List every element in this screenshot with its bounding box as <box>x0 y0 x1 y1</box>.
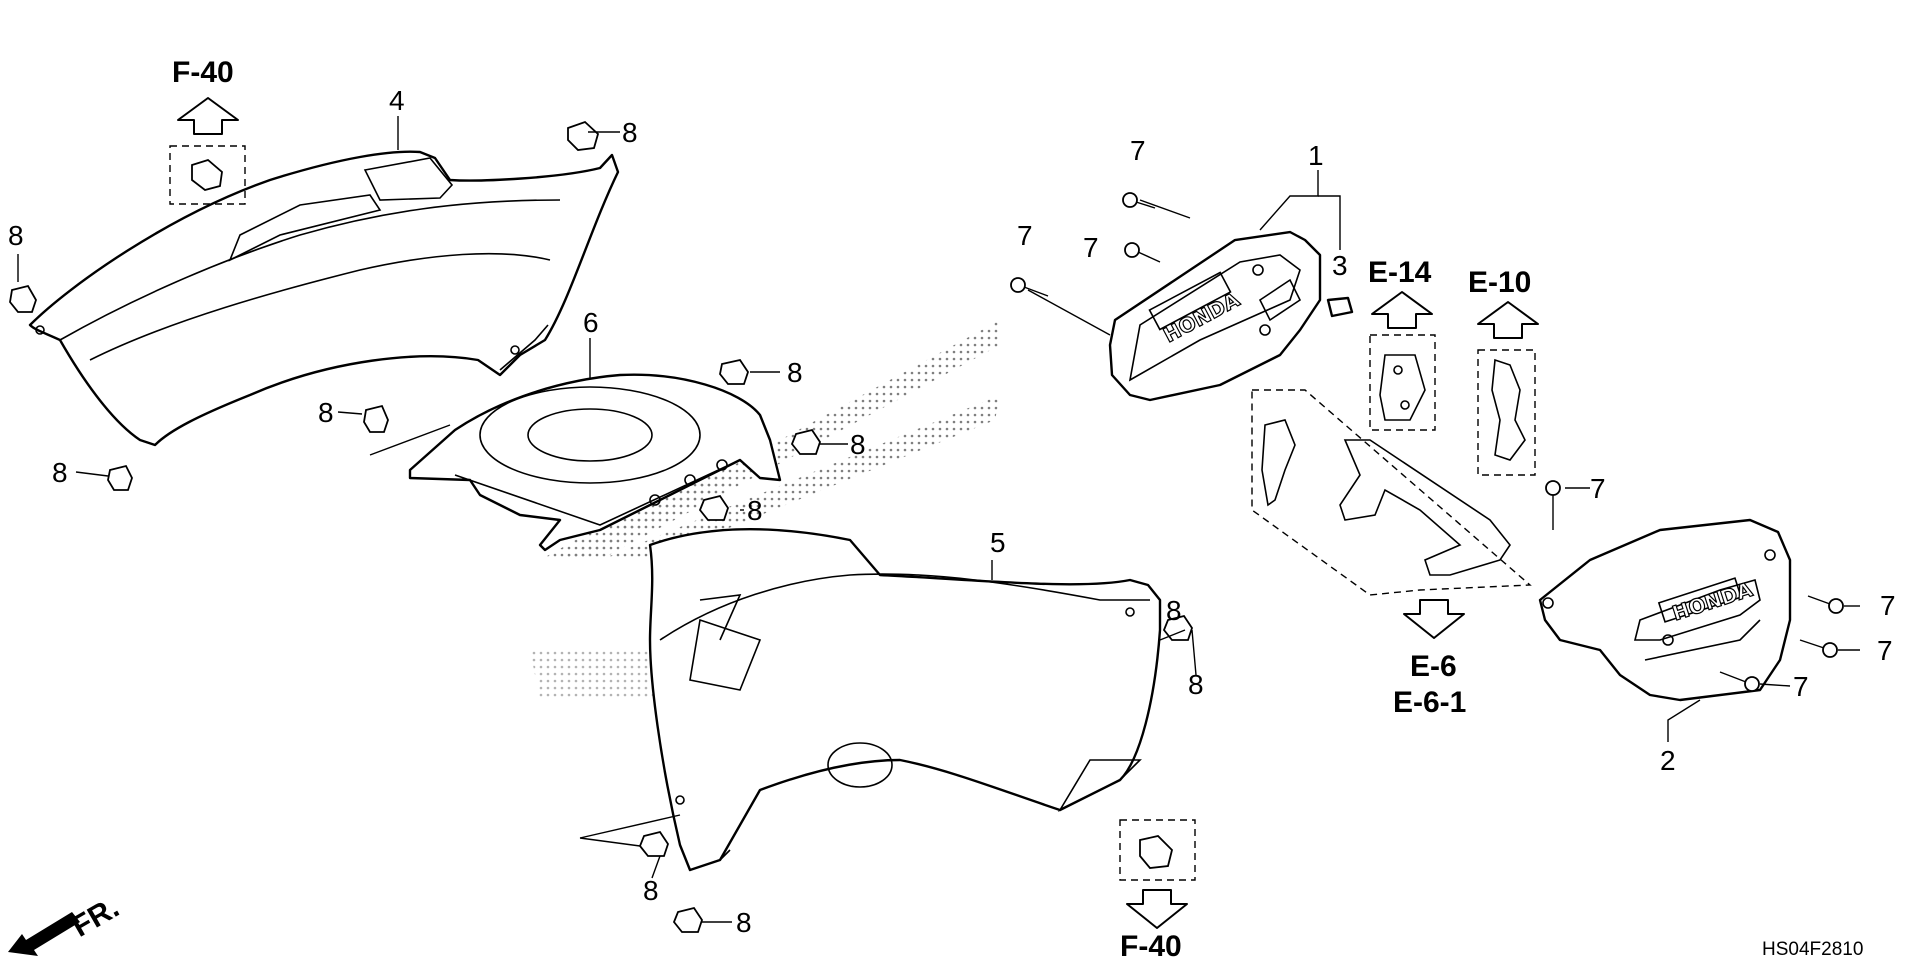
part-1-right-cover <box>1108 230 1322 402</box>
callout-clip-8b: 8 <box>8 220 24 251</box>
callout-part-4: 4 <box>389 85 405 116</box>
front-label: FR. <box>66 891 124 944</box>
ref-f40-top: F-40 <box>172 56 234 89</box>
arrow-down-f40 <box>1126 889 1188 929</box>
callout-part-2: 2 <box>1660 745 1676 776</box>
ref-e6-1: E-6-1 <box>1393 686 1466 719</box>
screw-7-icons <box>1010 192 1844 692</box>
part-2-right-cover-lower <box>1538 518 1792 702</box>
ref-e14: E-14 <box>1368 256 1432 289</box>
callout-screw-7g: 7 <box>1793 671 1809 702</box>
f40-upper-clip-box <box>169 145 246 205</box>
arrow-up-e14 <box>1371 291 1433 329</box>
callout-screw-7f: 7 <box>1877 635 1893 666</box>
arrow-down-e6 <box>1403 599 1465 639</box>
callout-screw-7a: 7 <box>1130 135 1146 166</box>
callout-screw-7c: 7 <box>1017 220 1033 251</box>
callout-screw-7e: 7 <box>1880 590 1896 621</box>
callout-part-5: 5 <box>990 527 1006 558</box>
callout-screw-7d: 7 <box>1590 473 1606 504</box>
callout-part-3: 3 <box>1332 250 1348 281</box>
front-direction-arrow <box>8 912 80 956</box>
f40-lower-clip-box <box>1119 819 1196 881</box>
bracket-group-e6 <box>1251 389 1532 596</box>
leader-lines <box>17 116 1860 923</box>
callout-clip-8c: 8 <box>52 457 68 488</box>
callout-clip-8k: 8 <box>1166 595 1182 626</box>
part-4-side-cover-upper <box>28 150 620 447</box>
callout-clip-8a: 8 <box>622 117 638 148</box>
ref-e6: E-6 <box>1410 650 1457 683</box>
part-6-center-tray <box>408 373 782 552</box>
part-5-side-cover-lower <box>648 528 1162 872</box>
diagram-code: HS04F2810 <box>1762 939 1863 960</box>
callout-clip-8e: 8 <box>787 357 803 388</box>
part-3-pad <box>1326 296 1354 318</box>
ref-f40-bottom: F-40 <box>1120 930 1182 960</box>
bracket-e14 <box>1369 334 1436 431</box>
callout-clip-8d: 8 <box>318 397 334 428</box>
callout-clip-8g: 8 <box>747 495 763 526</box>
bracket-e10 <box>1477 349 1536 476</box>
callout-clip-8i: 8 <box>643 875 659 906</box>
callout-clip-8j: 8 <box>736 907 752 938</box>
callout-part-1: 1 <box>1308 140 1324 171</box>
arrow-up-e10 <box>1477 301 1539 339</box>
ref-e10: E-10 <box>1468 266 1531 299</box>
callout-clip-8f: 8 <box>850 429 866 460</box>
arrow-up-f40 <box>177 97 239 135</box>
callout-part-6: 6 <box>583 307 599 338</box>
callout-screw-7b: 7 <box>1083 232 1099 263</box>
callout-clip-8h: 8 <box>1188 669 1204 700</box>
